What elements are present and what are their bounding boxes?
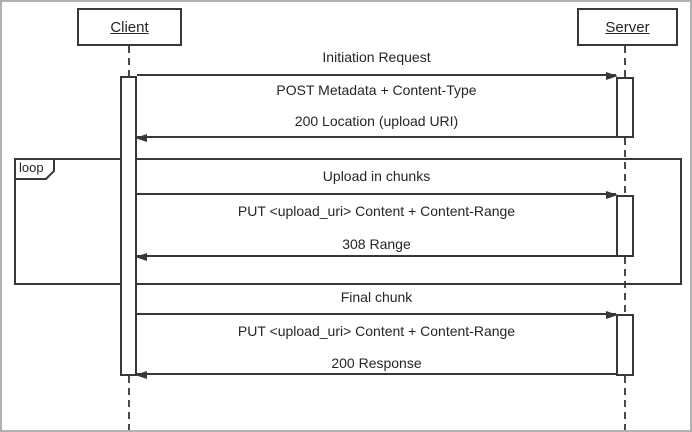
loop-pentagon-shape (14, 158, 55, 180)
message-arrow-put-chunk (137, 191, 618, 199)
server-lifeline-segment (624, 376, 626, 430)
client-lifeline-segment (128, 46, 130, 76)
client-activation-bar (120, 76, 137, 376)
message-arrow-post-metadata (137, 72, 618, 80)
loop-fragment (14, 158, 682, 285)
message-arrow-200-location (135, 134, 616, 142)
message-label-308-range: 308 Range (342, 236, 411, 252)
server-activation-bar-1 (616, 77, 634, 138)
server-lifeline-segment (624, 46, 626, 78)
server-lifeline-segment (624, 138, 626, 195)
loop-operator-label: loop (14, 158, 56, 181)
message-label-post-metadata: POST Metadata + Content-Type (276, 82, 477, 98)
actor-client-label: Client (110, 18, 149, 36)
message-arrow-200-response (135, 371, 616, 379)
message-label-put-chunk: PUT <upload_uri> Content + Content-Range (237, 203, 516, 219)
message-label-200-response: 200 Response (331, 355, 422, 371)
message-arrow-308-range (135, 253, 616, 261)
loop-operator-text: loop (19, 160, 44, 175)
server-lifeline-segment (624, 257, 626, 315)
message-label-put-final: PUT <upload_uri> Content + Content-Range (237, 323, 516, 339)
actor-client: Client (77, 8, 182, 46)
actor-server: Server (577, 8, 678, 46)
message-arrow-put-final (137, 311, 618, 319)
section-title-upload-chunks: Upload in chunks (322, 168, 431, 184)
server-activation-bar-2 (616, 195, 634, 257)
server-activation-bar-3 (616, 314, 634, 376)
client-lifeline-segment (128, 376, 130, 430)
actor-server-label: Server (605, 18, 650, 36)
section-title-final-chunk: Final chunk (340, 289, 413, 305)
message-label-200-location: 200 Location (upload URI) (294, 113, 459, 129)
section-title-initiation: Initiation Request (322, 49, 431, 65)
